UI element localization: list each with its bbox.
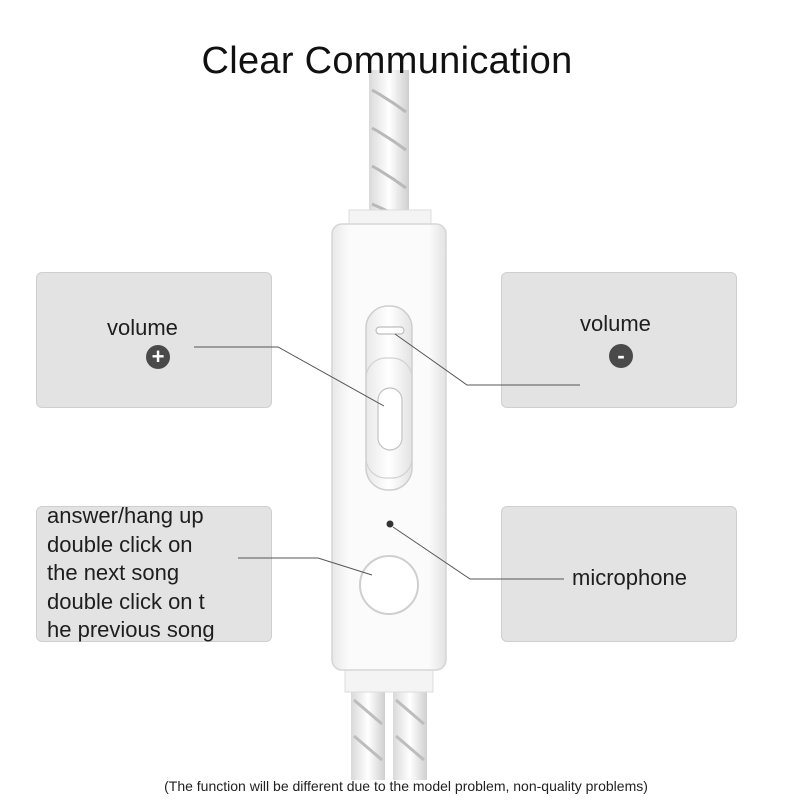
page-title: Clear Communication (201, 40, 573, 82)
answer-line: the next song (47, 560, 180, 586)
volume-up-label: volume (107, 315, 178, 340)
answer-instructions: answer/hang up double click on the next … (47, 502, 215, 645)
answer-callout: answer/hang up double click on the next … (36, 503, 272, 642)
answer-line: answer/hang up (47, 503, 204, 528)
volume-down-label: volume (580, 311, 651, 336)
answer-line: he previous song (47, 617, 215, 643)
microphone-hole (386, 520, 394, 528)
volume-down-slot (377, 387, 403, 451)
microphone-label: microphone (572, 565, 687, 590)
volume-down-callout: volume - (501, 272, 737, 408)
multifunction-button (359, 555, 419, 615)
plus-icon: + (146, 345, 170, 369)
answer-line: double click on (47, 531, 193, 557)
bottom-collar (344, 667, 434, 693)
microphone-callout: microphone (501, 506, 737, 642)
volume-up-callout: volume + (36, 272, 272, 408)
top-cable (369, 70, 409, 222)
minus-icon: - (609, 344, 633, 368)
footnote: (The function will be different due to t… (164, 778, 648, 794)
rocker-divider (365, 357, 413, 479)
volume-up-slot (375, 326, 405, 335)
answer-line: double click on t (47, 588, 205, 614)
bottom-cables (351, 690, 427, 780)
